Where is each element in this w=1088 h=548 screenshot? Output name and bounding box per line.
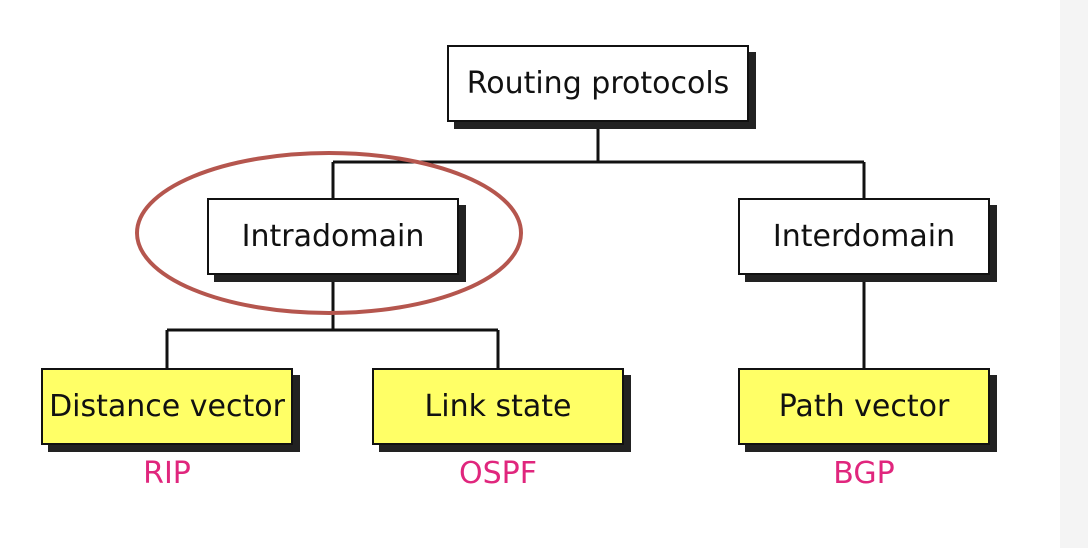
link-state-label: Link state <box>424 389 572 424</box>
intradomain-highlight-ellipse <box>135 151 523 315</box>
right-margin-strip <box>1060 0 1088 548</box>
interdomain-label: Interdomain <box>772 219 956 254</box>
distance-vector-box: Distance vector <box>41 368 293 445</box>
bgp-label: BGP <box>833 456 895 491</box>
rip-label: RIP <box>143 456 191 491</box>
intradomain-box: Intradomain <box>207 198 459 275</box>
path-vector-box: Path vector <box>738 368 990 445</box>
intradomain-label: Intradomain <box>241 219 425 254</box>
distance-vector-label: Distance vector <box>49 389 285 424</box>
path-vector-label: Path vector <box>778 389 950 424</box>
routing-protocols-label: Routing protocols <box>466 66 730 101</box>
ospf-label: OSPF <box>458 456 537 491</box>
routing-protocols-box: Routing protocols <box>447 45 749 122</box>
interdomain-box: Interdomain <box>738 198 990 275</box>
link-state-box: Link state <box>372 368 624 445</box>
